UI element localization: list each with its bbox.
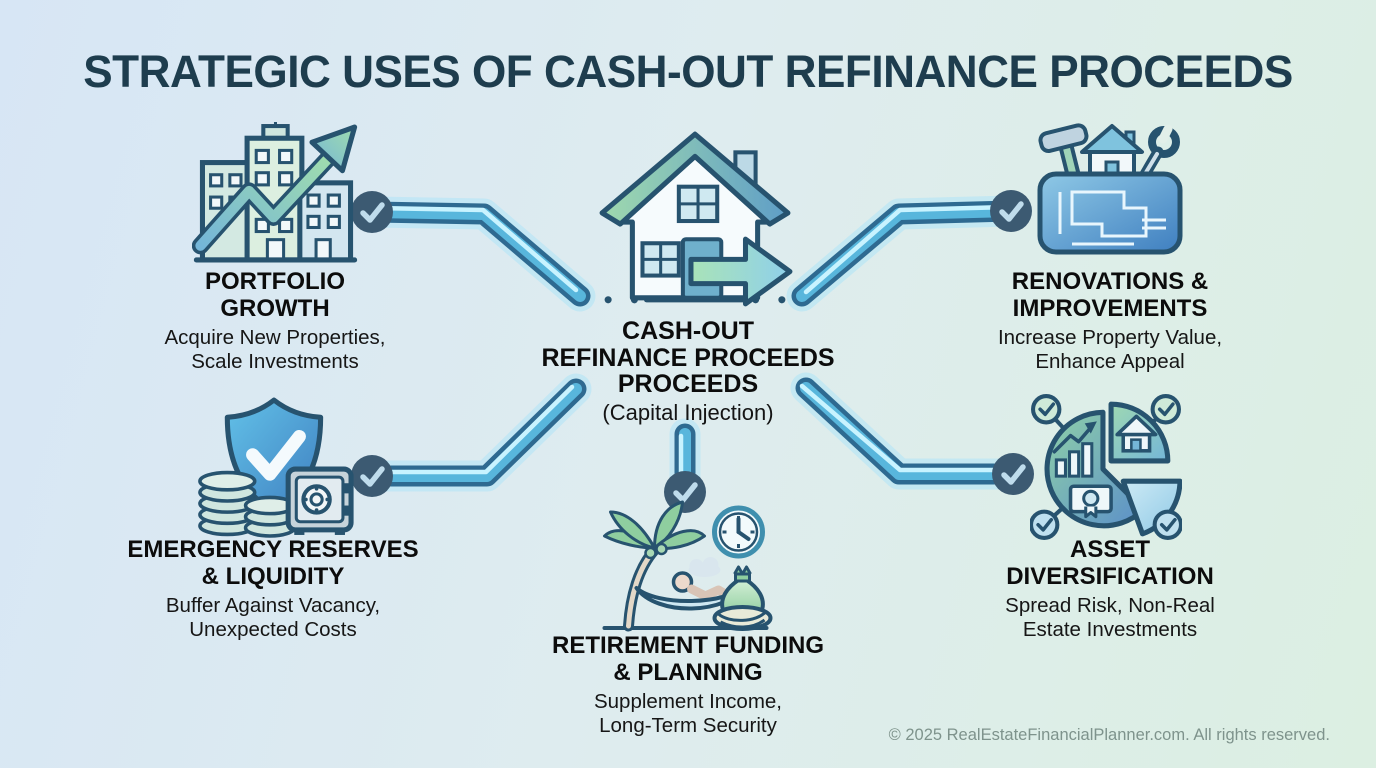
- clock-icon: [712, 505, 765, 559]
- node-title: DIVERSIFICATION: [1006, 563, 1214, 590]
- corner-check-circles: [1030, 394, 1182, 540]
- node-title: IMPROVEMENTS: [1012, 295, 1208, 322]
- node-title: EMERGENCY RESERVES: [127, 536, 419, 563]
- palm-tree-icon: [603, 500, 706, 632]
- wrench-icon: [1138, 124, 1180, 182]
- node-asset-diversification: ASSET DIVERSIFICATION Spread Risk, Non-R…: [928, 536, 1292, 641]
- cash-out-arrow: [688, 236, 793, 307]
- node-portfolio-growth: PORTFOLIO GROWTH Acquire New Properties,…: [85, 268, 465, 373]
- node-title: GROWTH: [220, 295, 330, 322]
- house-window-lower: [640, 241, 681, 278]
- center-title-line2: REFINANCE PROCEEDS: [541, 343, 835, 372]
- hammer-icon: [1038, 123, 1089, 189]
- node-title: ASSET: [1069, 536, 1150, 563]
- growth-arrowhead: [309, 124, 358, 174]
- safe-icon: [285, 466, 354, 535]
- node-renovations-improvements: RENOVATIONS & IMPROVEMENTS Increase Prop…: [928, 268, 1292, 373]
- node-desc: Estate Investments: [1022, 617, 1198, 641]
- node-title: PORTFOLIO: [205, 268, 345, 295]
- blueprint-tools-icon: [1028, 122, 1192, 262]
- node-title: & LIQUIDITY: [201, 563, 345, 590]
- node-title: & PLANNING: [613, 659, 763, 686]
- node-retirement-funding: RETIREMENT FUNDING & PLANNING Supplement…: [508, 632, 868, 737]
- pie-chart-diversification-icon: [1030, 393, 1182, 540]
- center-subtitle: (Capital Injection): [602, 399, 774, 425]
- coin-stacks-icon: [198, 470, 297, 538]
- node-desc: Unexpected Costs: [189, 617, 357, 641]
- node-desc: Long-Term Security: [599, 713, 777, 737]
- node-desc: Acquire New Properties,: [164, 326, 386, 349]
- node-desc: Supplement Income,: [593, 690, 783, 713]
- node-title: RENOVATIONS &: [1011, 268, 1209, 295]
- mini-house-icon: [1080, 124, 1144, 178]
- check-badge-top-right: [990, 190, 1032, 232]
- palm-hammock-nest-egg-icon: [598, 496, 774, 636]
- copyright: © 2025 RealEstateFinancialPlanner.com. A…: [888, 726, 1330, 744]
- center-title-line3: PROCEEDS: [617, 370, 759, 398]
- node-desc: Enhance Appeal: [1035, 349, 1185, 373]
- page-title: STRATEGIC USES OF CASH-OUT REFINANCE PRO…: [83, 46, 1293, 97]
- center-title-line1: CASH-OUT: [622, 317, 754, 345]
- check-badge-mid-right: [992, 453, 1034, 495]
- mini-home-icon: [1115, 414, 1158, 453]
- node-desc: Buffer Against Vacancy,: [165, 594, 381, 617]
- floor-plan-lines: [1058, 190, 1166, 246]
- house-cash-out-arrow-icon: [594, 126, 796, 310]
- buildings-growth-arrow-icon: [192, 122, 360, 264]
- node-desc: Increase Property Value,: [997, 326, 1223, 349]
- node-emergency-reserves: EMERGENCY RESERVES & LIQUIDITY Buffer Ag…: [92, 536, 454, 641]
- mini-certificate-icon: [1068, 484, 1113, 519]
- node-desc: Scale Investments: [191, 349, 359, 373]
- shield-safe-coins-icon: [194, 396, 358, 538]
- center-node: CASH-OUT REFINANCE PROCEEDS PROCEEDS (Ca…: [510, 318, 866, 425]
- nest-egg-icon: [712, 565, 773, 631]
- node-title: RETIREMENT FUNDING: [552, 632, 824, 659]
- house-window-upper: [676, 184, 720, 224]
- mini-bar-chart-icon: [1052, 421, 1097, 478]
- node-desc: Spread Risk, Non-Real: [1005, 594, 1215, 617]
